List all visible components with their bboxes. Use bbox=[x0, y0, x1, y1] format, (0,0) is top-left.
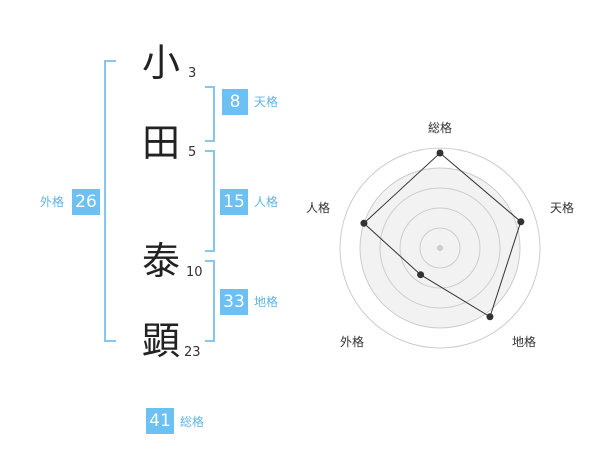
name-char-1: 小 bbox=[142, 41, 181, 85]
radar-label-chikaku: 地格 bbox=[512, 334, 536, 349]
radar-point bbox=[417, 271, 425, 279]
radar-rings bbox=[339, 147, 541, 349]
radar-center bbox=[437, 245, 443, 251]
radar-point bbox=[486, 313, 494, 321]
gaikaku-badge: 26 bbox=[72, 189, 100, 215]
stroke-count-2: 5 bbox=[188, 145, 197, 160]
radar-shape bbox=[363, 152, 522, 318]
tenkaku-bracket bbox=[205, 86, 215, 142]
radar-point bbox=[360, 219, 368, 227]
name-char-4: 顕 bbox=[142, 319, 181, 363]
radar-point bbox=[436, 149, 444, 157]
jinkaku-bracket bbox=[205, 150, 215, 252]
soukaku-badge: 41 bbox=[146, 408, 174, 434]
tenkaku-badge: 8 bbox=[222, 89, 248, 115]
jinkaku-badge: 15 bbox=[220, 189, 248, 215]
name-char-3: 泰 bbox=[142, 239, 181, 283]
radar-label-tenkaku: 天格 bbox=[550, 200, 574, 215]
chikaku-bracket bbox=[205, 260, 215, 342]
radar-chart: 総格 天格 地格 外格 人格 bbox=[306, 120, 574, 349]
radar-points bbox=[360, 149, 525, 321]
stroke-count-1: 3 bbox=[188, 66, 197, 81]
radar-label-soukaku: 総格 bbox=[428, 120, 452, 135]
stroke-count-4: 23 bbox=[184, 345, 201, 360]
soukaku-label: 総格 bbox=[180, 415, 205, 429]
stroke-count-3: 10 bbox=[186, 265, 203, 280]
jinkaku-label: 人格 bbox=[254, 195, 279, 209]
gaikaku-label: 外格 bbox=[40, 195, 65, 209]
radar-label-gaikaku: 外格 bbox=[340, 334, 364, 349]
radar-label-jinkaku: 人格 bbox=[306, 200, 330, 215]
tenkaku-label: 天格 bbox=[254, 95, 279, 109]
gaikaku-bracket bbox=[104, 60, 116, 342]
chikaku-label: 地格 bbox=[254, 295, 279, 309]
chikaku-badge: 33 bbox=[220, 289, 248, 315]
radar-point bbox=[517, 218, 525, 226]
name-char-2: 田 bbox=[142, 121, 181, 165]
